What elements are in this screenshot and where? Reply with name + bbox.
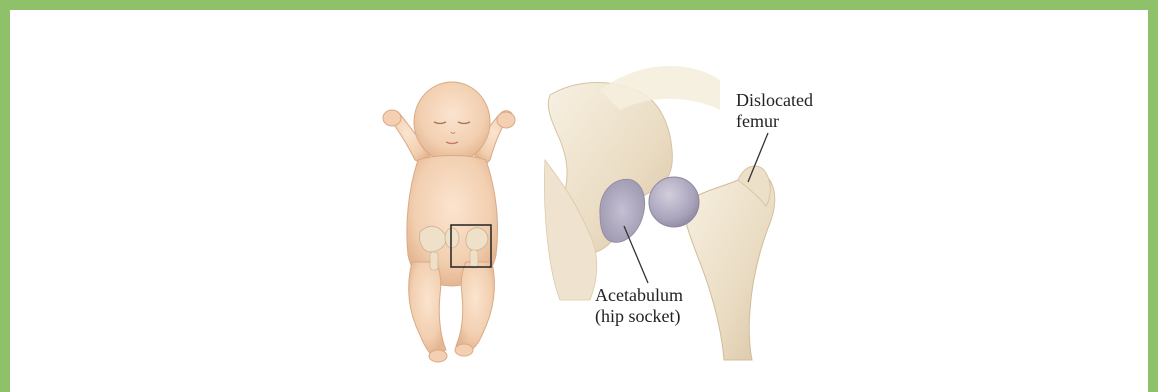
pelvis-bone	[544, 66, 720, 300]
femur-bone	[649, 166, 775, 360]
baby-figure	[383, 82, 515, 362]
dislocated-femur-label: Dislocated femur	[736, 90, 856, 132]
dislocated-femur-line-1: Dislocated	[736, 90, 856, 111]
dislocated-femur-line-2: femur	[736, 111, 856, 132]
acetabulum-label: Acetabulum (hip socket)	[595, 285, 715, 327]
acetabulum-leader-line	[624, 226, 648, 283]
acetabulum-line-1: Acetabulum	[595, 285, 715, 306]
acetabulum-line-2: (hip socket)	[595, 306, 715, 327]
